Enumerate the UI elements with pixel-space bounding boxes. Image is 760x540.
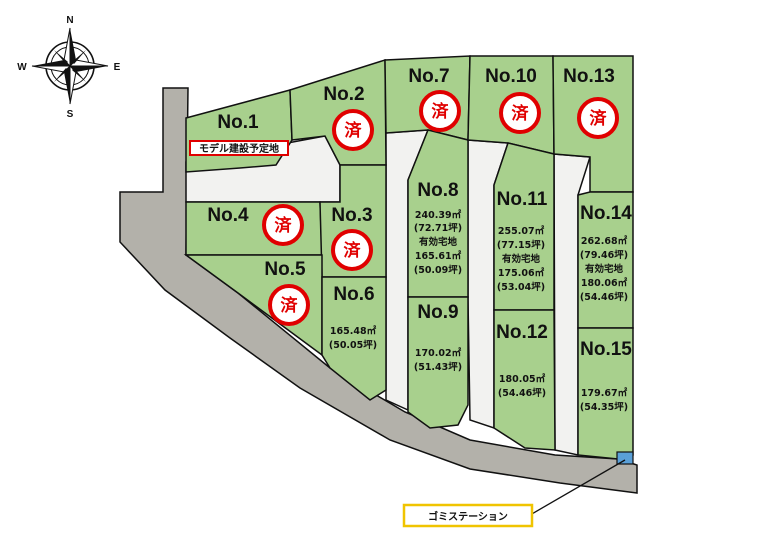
compass-star-icon (31, 27, 109, 105)
lot-no6-label: No.6 (333, 284, 374, 305)
lot-no8-tsubo: (72.71坪) (414, 222, 462, 234)
lot-no13-label: No.13 (563, 66, 615, 87)
sold-mark-no7-text: 済 (432, 101, 450, 122)
sold-mark-no2: 済 (332, 109, 374, 151)
lot-no4-label: No.4 (207, 205, 249, 226)
sold-mark-no10: 済 (499, 92, 541, 134)
lot-no8-effective: 有効宅地 (419, 236, 458, 248)
lot-no6-area: 165.48㎡ (330, 325, 377, 337)
sold-mark-no5-text: 済 (281, 295, 299, 316)
lot-no8-eff-area: 165.61㎡ (415, 250, 462, 262)
lot-no12-label: No.12 (496, 322, 548, 343)
sold-mark-no7: 済 (419, 90, 461, 132)
lot-no10-label: No.10 (485, 66, 537, 87)
garbage-station-callout: ゴミステーション (402, 503, 534, 528)
lot-no9-area: 170.02㎡ (415, 347, 462, 359)
lot-no9[interactable] (407, 296, 469, 429)
lot-no11-effective: 有効宅地 (502, 253, 541, 265)
lot-no14-area: 262.68㎡ (581, 235, 628, 247)
lot-no2-label: No.2 (323, 84, 364, 105)
compass-n: N (66, 15, 73, 26)
lot-no8-label: No.8 (417, 180, 458, 201)
sold-marks: 済 済 済 済 済 済 済 (262, 90, 619, 326)
lot-no9-tsubo: (51.43坪) (414, 361, 462, 373)
lot-no11-eff-area: 175.06㎡ (498, 267, 545, 279)
lot-no14-label: No.14 (580, 203, 632, 224)
lot-no11-label: No.11 (497, 189, 548, 210)
lot-no6[interactable] (321, 276, 387, 401)
lot-no9-label: No.9 (417, 302, 458, 323)
lot-no12-area: 180.05㎡ (499, 373, 546, 385)
compass-s: S (67, 109, 74, 120)
lot-no1-label: No.1 (217, 112, 259, 133)
compass-e: E (114, 62, 121, 73)
lot-no15-area: 179.67㎡ (581, 387, 628, 399)
sold-mark-no13-text: 済 (590, 108, 608, 129)
lot-no14-eff-area: 180.06㎡ (581, 277, 628, 289)
lot-no11-area: 255.07㎡ (498, 225, 545, 237)
sold-mark-no3-text: 済 (344, 240, 362, 261)
lot-no8-area: 240.39㎡ (415, 209, 462, 221)
lot-no15-label: No.15 (580, 339, 632, 360)
sold-mark-no4-text: 済 (275, 215, 293, 236)
callout-line (529, 459, 626, 516)
lot-no8-eff-tsubo: (50.09坪) (414, 264, 462, 276)
sold-mark-no3: 済 (331, 229, 373, 271)
lot-no14-eff-tsubo: (54.46坪) (580, 291, 628, 303)
lot-no6-tsubo: (50.05坪) (329, 339, 377, 351)
compass-w: W (17, 62, 27, 73)
garbage-station-marker (616, 451, 634, 465)
lot-no5-label: No.5 (264, 259, 306, 280)
lot-no3-label: No.3 (331, 205, 372, 226)
lot-no12[interactable] (493, 309, 556, 451)
sold-mark-no2-text: 済 (345, 120, 363, 141)
sold-mark-no4: 済 (262, 204, 304, 246)
compass-rose (31, 27, 109, 105)
road (119, 87, 638, 494)
lot-no11-eff-tsubo: (53.04坪) (497, 281, 545, 293)
sold-mark-no5: 済 (268, 284, 310, 326)
lot-no12-tsubo: (54.46坪) (498, 387, 546, 399)
lot-no14-effective: 有効宅地 (585, 263, 624, 275)
sold-mark-no10-text: 済 (512, 103, 530, 124)
model-site-label: モデル建設予定地 (189, 140, 289, 156)
model-site-label-text: モデル建設予定地 (199, 142, 279, 155)
sold-mark-no13: 済 (577, 97, 619, 139)
garbage-station-label: ゴミステーション (428, 510, 508, 523)
lot-no15-tsubo: (54.35坪) (580, 401, 628, 413)
lot-no7-label: No.7 (408, 66, 449, 87)
lot-no14-tsubo: (79.46坪) (580, 249, 628, 261)
lot-no11-tsubo: (77.15坪) (497, 239, 545, 251)
